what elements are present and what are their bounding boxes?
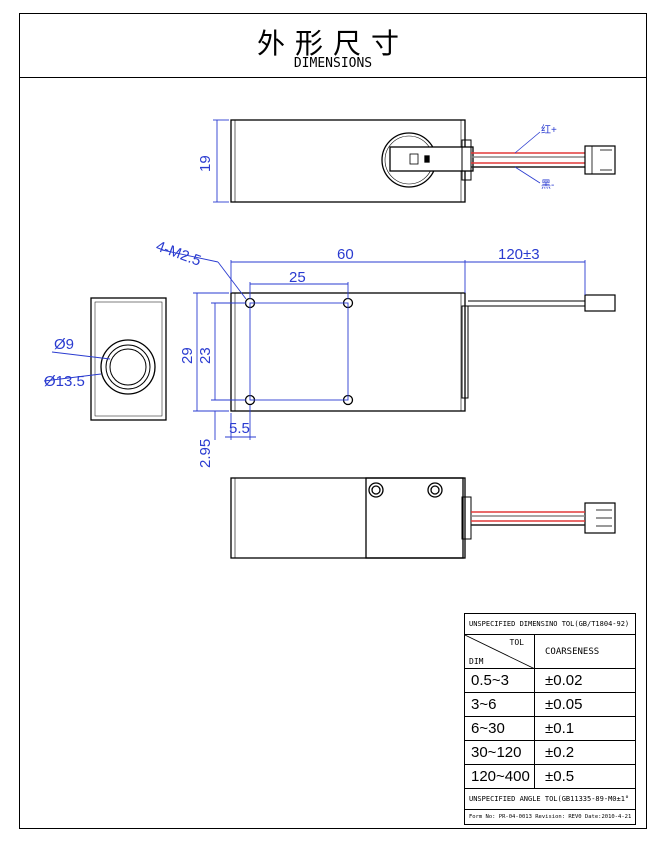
dim-edge-x: 5.5 <box>229 420 250 437</box>
dim-edge-y: 2.95 <box>197 439 214 468</box>
tolerance-col-tol: TOL <box>509 638 524 647</box>
table-row: 120~400 ±0.5 <box>465 764 635 788</box>
dim-hole-y: 23 <box>197 347 214 364</box>
tolerance-value: ±0.2 <box>545 744 575 761</box>
dim-height-front: 29 <box>179 347 196 364</box>
side-view <box>90 297 167 421</box>
tolerance-table: UNSPECIFIED DIMENSINO TOL(GB/T1804-92) T… <box>464 613 636 825</box>
dim-thread: 4-M2.5 <box>154 238 204 270</box>
tolerance-diag-cell: TOL DIM <box>465 635 535 669</box>
front-view <box>230 292 616 412</box>
top-view-wires <box>471 145 616 175</box>
tolerance-col-dim: DIM <box>469 657 484 666</box>
dim-height-top: 19 <box>197 155 214 172</box>
tolerance-value: ±0.1 <box>545 720 575 737</box>
tolerance-range: 0.5~3 <box>465 669 535 692</box>
wire-label-red: 红+ <box>541 123 557 136</box>
bottom-view-plate <box>365 477 464 559</box>
dim-bore-inner: Ø9 <box>54 336 74 353</box>
table-row: 30~120 ±0.2 <box>465 740 635 764</box>
title-chinese: 外形尺寸 <box>256 27 409 60</box>
table-row: 0.5~3 ±0.02 <box>465 668 635 692</box>
tolerance-value: ±0.05 <box>545 696 583 713</box>
top-view <box>230 119 474 203</box>
tolerance-title: UNSPECIFIED DIMENSINO TOL(GB/T1804-92) <box>469 620 630 628</box>
tolerance-range: 120~400 <box>465 765 535 788</box>
form-footer: Form No: PR-04-0013 Revision: REV0 Date:… <box>469 814 632 820</box>
tolerance-range: 30~120 <box>465 741 535 764</box>
top-view-connector-block <box>389 146 474 172</box>
wire-label-black: 黑- <box>541 179 554 191</box>
dim-height-top-lines <box>213 119 229 203</box>
dim-bore-outer: Ø13.5 <box>44 373 85 390</box>
bottom-view-body <box>230 477 466 559</box>
tolerance-range: 6~30 <box>465 717 535 740</box>
side-view-body <box>90 297 167 421</box>
side-view-bore-outer <box>100 339 156 395</box>
table-row: 3~6 ±0.05 <box>465 692 635 716</box>
front-view-connector <box>584 294 616 312</box>
bottom-view-connector <box>584 502 616 534</box>
dim-hole-x: 25 <box>289 269 306 286</box>
tolerance-value: ±0.02 <box>545 672 583 689</box>
dim-cable: 120±3 <box>498 246 540 263</box>
title-english: DIMENSIONS <box>293 56 373 71</box>
tolerance-col-class: COARSENESS <box>545 646 600 657</box>
bottom-view <box>230 477 616 559</box>
bottom-view-wires <box>471 511 585 526</box>
title-block: 外形尺寸 DIMENSIONS <box>20 14 646 78</box>
tolerance-value: ±0.5 <box>545 768 575 785</box>
table-row: 6~30 ±0.1 <box>465 716 635 740</box>
angle-tolerance-note: UNSPECIFIED ANGLE TOL(GB11335-89-M0±1° <box>469 795 630 803</box>
side-view-dim-lines <box>43 351 111 382</box>
tolerance-header-row: TOL DIM COARSENESS <box>465 634 635 669</box>
tolerance-range: 3~6 <box>465 693 535 716</box>
diagonal-divider <box>465 635 535 669</box>
wire-callouts <box>514 131 541 184</box>
dim-length: 60 <box>337 246 354 263</box>
front-view-dim-lines <box>161 249 586 440</box>
drawing-sheet: 外形尺寸 DIMENSIONS <box>19 13 647 829</box>
